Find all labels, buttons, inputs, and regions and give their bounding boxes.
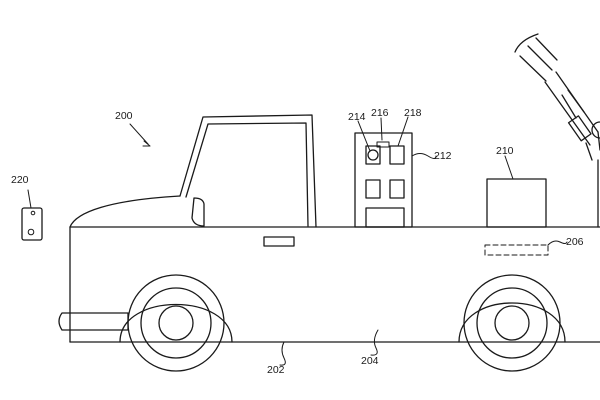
- cabinet: [354, 132, 413, 228]
- label-220: 220: [11, 174, 29, 186]
- handheld-device: [21, 207, 43, 241]
- cabinet-knob: [367, 149, 379, 161]
- door-handle: [263, 236, 295, 247]
- robotic-arm: [514, 33, 600, 228]
- cabinet-display: [376, 141, 390, 148]
- sensor-outline: [484, 244, 549, 256]
- windshield-frame: [185, 122, 309, 227]
- label-214: 214: [348, 111, 366, 123]
- rear-wheel-arch: [458, 302, 566, 343]
- cabinet-panel-mid-left: [365, 179, 381, 199]
- rear-wheel: [458, 274, 566, 372]
- cargo-box: [486, 178, 547, 228]
- leader-lines: [27, 116, 568, 366]
- front-wheel-arch: [119, 304, 233, 343]
- label-212: 212: [434, 150, 452, 162]
- label-202: 202: [267, 364, 285, 376]
- label-204: 204: [361, 355, 379, 367]
- side-mirror: [191, 197, 205, 227]
- label-216: 216: [371, 107, 389, 119]
- front-bumper: [58, 312, 129, 331]
- label-210: 210: [496, 145, 514, 157]
- body-outline: [69, 226, 600, 343]
- label-206: 206: [566, 236, 584, 248]
- front-wheel: [119, 274, 233, 372]
- hood: [69, 195, 181, 228]
- cabinet-panel-mid-right: [389, 179, 405, 199]
- cabinet-panel-top-right: [389, 145, 405, 165]
- label-218: 218: [404, 107, 422, 119]
- cab-outline: [179, 114, 317, 228]
- cabinet-panel-top-left: [365, 145, 381, 165]
- label-200: 200: [115, 110, 133, 122]
- cabinet-panel-bottom: [365, 207, 405, 228]
